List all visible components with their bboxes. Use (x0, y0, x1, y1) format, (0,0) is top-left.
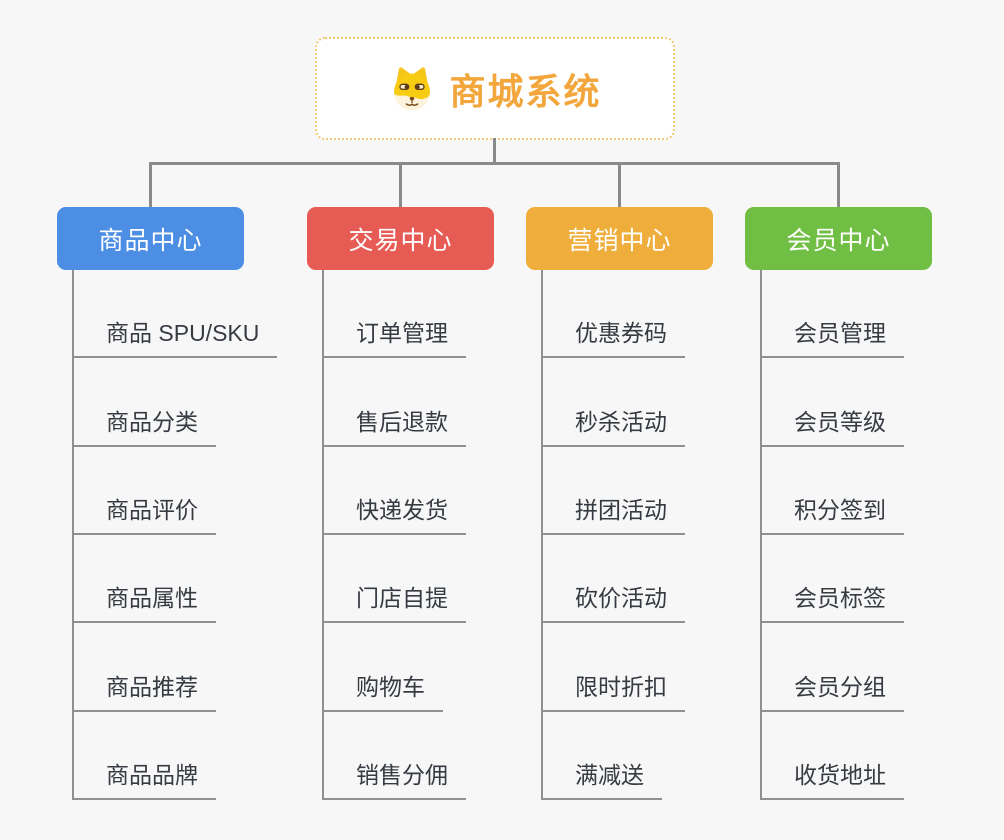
child-topic-row: 快递发货 (322, 447, 542, 535)
child-topic-row: 销售分佣 (322, 712, 542, 800)
child-topic[interactable]: 秒杀活动 (541, 403, 685, 447)
branch-drop-connector (618, 162, 621, 208)
child-topic-list: 订单管理售后退款快递发货门店自提购物车销售分佣 (322, 270, 542, 800)
child-topic[interactable]: 拼团活动 (541, 491, 685, 535)
child-topic-row: 商品分类 (72, 358, 292, 447)
branch-topic-label: 交易中心 (348, 226, 453, 255)
shiba-dog-face-icon (394, 66, 431, 110)
child-topic[interactable]: 快递发货 (322, 491, 466, 535)
child-topic-row: 商品推荐 (72, 623, 292, 712)
branch-children: 订单管理售后退款快递发货门店自提购物车销售分佣 (322, 270, 542, 800)
branch-spine-line (322, 270, 324, 800)
child-topic-row: 售后退款 (322, 358, 542, 447)
child-topic[interactable]: 商品推荐 (72, 668, 216, 712)
child-topic-list: 会员管理会员等级积分签到会员标签会员分组收货地址 (760, 270, 980, 800)
child-topic-row: 商品评价 (72, 447, 292, 535)
root-topic[interactable]: 商城系统 (315, 37, 675, 140)
branch-topic-label: 会员中心 (786, 226, 891, 255)
child-topic-row: 收货地址 (760, 712, 980, 800)
branch-children: 优惠券码秒杀活动拼团活动砍价活动限时折扣满减送 (541, 270, 761, 800)
child-topic[interactable]: 门店自提 (322, 579, 466, 624)
child-topic-row: 会员分组 (760, 623, 980, 712)
branch-drop-connector (837, 162, 840, 208)
child-topic-row: 满减送 (541, 712, 761, 800)
branch-drop-connector (399, 162, 402, 208)
branch-topic[interactable]: 会员中心 (745, 207, 932, 270)
child-topic-row: 商品 SPU/SKU (72, 270, 292, 359)
child-topic[interactable]: 优惠券码 (541, 314, 685, 359)
child-topic-row: 会员等级 (760, 358, 980, 447)
branch-topic[interactable]: 交易中心 (307, 207, 494, 270)
branch-product-center: 商品中心 商品 SPU/SKU 商品分类商品评价商品属性商品推荐商品品牌 (57, 207, 278, 800)
child-topic-row: 优惠券码 (541, 270, 761, 359)
child-topic[interactable]: 商品品牌 (72, 756, 216, 800)
child-topic[interactable]: 售后退款 (322, 403, 466, 447)
child-topic-row: 商品品牌 (72, 712, 292, 800)
child-topic-row: 商品属性 (72, 535, 292, 624)
child-topic[interactable]: 会员等级 (760, 403, 904, 447)
child-topic-row: 会员标签 (760, 535, 980, 624)
child-topic-list: 优惠券码秒杀活动拼团活动砍价活动限时折扣满减送 (541, 270, 761, 800)
child-topic-row: 秒杀活动 (541, 358, 761, 447)
branch-spine-line (760, 270, 762, 800)
branch-bus-connector (149, 162, 840, 165)
child-topic-row: 拼团活动 (541, 447, 761, 535)
child-topic[interactable]: 商品分类 (72, 403, 216, 447)
child-topic[interactable]: 会员标签 (760, 579, 904, 624)
child-topic-row: 门店自提 (322, 535, 542, 624)
branch-drop-connector (149, 162, 152, 208)
branch-topic[interactable]: 营销中心 (526, 207, 713, 270)
branch-topic[interactable]: 商品中心 (57, 207, 244, 270)
child-topic-row: 积分签到 (760, 447, 980, 535)
child-topic[interactable]: 积分签到 (760, 491, 904, 535)
child-topic-row: 购物车 (322, 623, 542, 712)
child-topic[interactable]: 商品 SPU/SKU (72, 314, 278, 359)
child-topic-row: 会员管理 (760, 270, 980, 359)
child-topic-row: 限时折扣 (541, 623, 761, 712)
branch-marketing-center: 营销中心 优惠券码秒杀活动拼团活动砍价活动限时折扣满减送 (526, 207, 713, 800)
child-topic[interactable]: 满减送 (541, 756, 662, 800)
branch-trade-center: 交易中心 订单管理售后退款快递发货门店自提购物车销售分佣 (307, 207, 494, 800)
child-topic[interactable]: 订单管理 (322, 314, 466, 359)
branch-topic-label: 商品中心 (98, 226, 203, 255)
branch-member-center: 会员中心 会员管理会员等级积分签到会员标签会员分组收货地址 (745, 207, 932, 800)
child-topic[interactable]: 购物车 (322, 668, 443, 712)
child-topic-row: 订单管理 (322, 270, 542, 359)
child-topic[interactable]: 限时折扣 (541, 668, 685, 712)
child-topic[interactable]: 商品属性 (72, 579, 216, 624)
child-topic[interactable]: 销售分佣 (322, 756, 466, 800)
branch-spine-line (72, 270, 74, 800)
child-topic[interactable]: 砍价活动 (541, 579, 685, 624)
child-topic[interactable]: 收货地址 (760, 756, 904, 800)
branch-children: 会员管理会员等级积分签到会员标签会员分组收货地址 (760, 270, 980, 800)
root-stem-connector (493, 138, 496, 164)
root-topic-label: 商城系统 (449, 70, 602, 112)
branch-topic-label: 营销中心 (567, 226, 672, 255)
child-topic[interactable]: 商品评价 (72, 491, 216, 535)
child-topic[interactable]: 会员分组 (760, 668, 904, 712)
child-topic-list: 商品 SPU/SKU 商品分类商品评价商品属性商品推荐商品品牌 (72, 270, 292, 800)
branch-spine-line (541, 270, 543, 800)
child-topic[interactable]: 会员管理 (760, 314, 904, 359)
child-topic-row: 砍价活动 (541, 535, 761, 624)
branch-children: 商品 SPU/SKU 商品分类商品评价商品属性商品推荐商品品牌 (72, 270, 292, 800)
